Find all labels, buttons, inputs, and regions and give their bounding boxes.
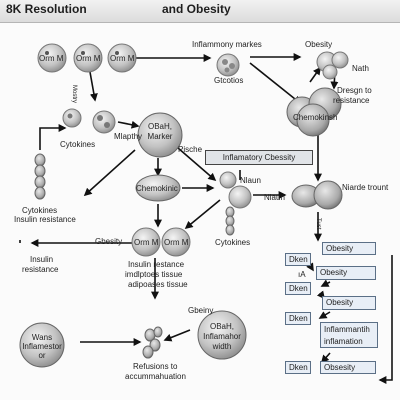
label-orm-4: Orm M bbox=[134, 238, 159, 247]
label-orm-5: Orm M bbox=[164, 238, 189, 247]
arrow-obal-to-left bbox=[83, 149, 136, 197]
arrow-obal-to-nlaun bbox=[177, 147, 217, 182]
flow-box-obesity-1: Obesity bbox=[322, 242, 376, 255]
orm-cell-4 bbox=[131, 227, 161, 257]
orm-cell-group bbox=[37, 43, 137, 73]
arrow-gtcotios-to-obesity bbox=[309, 66, 321, 83]
arrow-obal2-to-cluster bbox=[163, 329, 191, 342]
label-orm-1: Orm M bbox=[39, 54, 64, 63]
arrow-left-up bbox=[39, 124, 67, 150]
left-vertical-stack bbox=[34, 153, 46, 200]
arrow-obesity3-to-dken3 bbox=[318, 311, 331, 319]
label-resistance: resistance bbox=[22, 265, 59, 274]
label-inflamestor: Inflamestor bbox=[22, 342, 62, 351]
label-orm-3: Orm M bbox=[110, 54, 135, 63]
label-cytokines-3: Cytokines bbox=[215, 238, 251, 247]
title-left: 8K Resolution bbox=[6, 2, 87, 16]
label-cytokines-1: Cytokines bbox=[60, 140, 96, 149]
arrow-right-edge bbox=[378, 255, 393, 384]
label-marker: Marker bbox=[147, 132, 173, 141]
orm-cell-5 bbox=[161, 227, 191, 257]
label-inflammony-markes: Inflammony markes bbox=[192, 40, 262, 49]
arrow-cluster-to-obal bbox=[117, 120, 140, 129]
cytokines-vertical-stack bbox=[225, 206, 235, 236]
label-insulin: Insulin bbox=[30, 255, 54, 264]
flow-box-inflammantih-line2: inflamation bbox=[324, 337, 363, 346]
flow-box-inflammantih-line1: Inflammantih bbox=[324, 325, 370, 334]
wans-cell bbox=[19, 322, 65, 368]
label-vertical-right: Tust bbox=[315, 218, 321, 230]
obal-cell-2 bbox=[197, 310, 247, 360]
chemokinic-cell bbox=[135, 174, 181, 202]
label-insulin-restance: Insulin restance bbox=[128, 260, 185, 269]
nlaun-cell-1 bbox=[219, 171, 237, 189]
label-chemokinsh: Chemokinsh bbox=[293, 113, 338, 122]
flow-box-dken-2: Dken bbox=[285, 282, 311, 295]
label-resistance-top: resistance bbox=[333, 96, 370, 105]
niarde-cluster bbox=[291, 180, 343, 210]
accumulation-cluster bbox=[142, 326, 163, 359]
label-accummahuation: accummahuation bbox=[125, 372, 186, 381]
label-obal-2: OBaH, bbox=[209, 322, 234, 331]
flow-box-dken-3: Dken bbox=[285, 312, 311, 325]
flow-box-dken-1: Dken bbox=[285, 253, 311, 266]
obal-marker-cell bbox=[137, 112, 183, 158]
header-bar bbox=[0, 0, 400, 23]
label-niarde-trount: Niarde trount bbox=[342, 183, 389, 192]
gtcotios-cell bbox=[216, 53, 240, 77]
arrow-inflammony-to-chemokinsh bbox=[249, 62, 302, 104]
label-width: width bbox=[212, 342, 232, 351]
cytokines-cell-cluster bbox=[62, 108, 116, 134]
flow-box-obsesity: Obsesity bbox=[320, 361, 376, 374]
label-orm-2: Orm M bbox=[76, 54, 101, 63]
flow-box-obesity-2: Obesity bbox=[316, 266, 376, 280]
label-dresgn-to: Dresgn to bbox=[337, 86, 372, 95]
label-chemokinic: Chemokinic bbox=[136, 184, 178, 193]
label-pische: Pische bbox=[178, 145, 203, 154]
obesity-cluster bbox=[316, 51, 349, 80]
label-obesity-top: Obesity bbox=[305, 40, 333, 49]
label-nath: Nath bbox=[352, 64, 369, 73]
label-mlapthy: Mlapthy bbox=[114, 132, 143, 141]
flow-box-inflammantih: Inflammantih inflamation bbox=[320, 322, 378, 348]
label-imdiptoes-tissue: imdlptoes tissue bbox=[125, 270, 183, 279]
label-cytokines-left: Cytokines bbox=[22, 206, 58, 215]
flow-marker-ai: ıA bbox=[298, 270, 306, 279]
label-obal-1: OBaH, bbox=[147, 122, 172, 131]
label-insulin-resistance-left: Insulin resistance bbox=[14, 215, 76, 224]
label-wans: Wans bbox=[31, 333, 53, 342]
label-gbesity: Gbesity bbox=[95, 237, 123, 246]
nlaun-cell-2 bbox=[228, 185, 252, 209]
label-or: or bbox=[38, 351, 46, 360]
flow-box-obesity-3: Obesity bbox=[322, 296, 376, 310]
label-vertical-small: Mostry bbox=[71, 85, 77, 103]
label-inflamahor: Inflamahor bbox=[203, 332, 241, 341]
chemokinsh-cluster bbox=[286, 87, 342, 137]
arrow-orm-to-cluster bbox=[89, 71, 98, 102]
inflammatory-obesity-box: Inflamatory Cbessity bbox=[205, 150, 313, 165]
label-gbeiny: Gbeiny bbox=[188, 306, 214, 315]
arrow-nlaun-to-orm bbox=[184, 199, 221, 230]
label-gtcotios: Gtcotios bbox=[214, 76, 244, 85]
arrow-inflammantih-to-dken4 bbox=[320, 352, 331, 364]
label-nlaun-1: Nlaun bbox=[240, 176, 261, 185]
label-nlaun-2: Nlaun bbox=[264, 193, 285, 202]
title-center: and Obesity bbox=[162, 2, 231, 16]
label-adipoases-tissue: adipoases tissue bbox=[128, 280, 188, 289]
arrow-obesity2-to-dken2 bbox=[320, 279, 331, 287]
flow-box-dken-4: Dken bbox=[285, 361, 311, 374]
label-refusions-to: Refusions to bbox=[133, 362, 178, 371]
